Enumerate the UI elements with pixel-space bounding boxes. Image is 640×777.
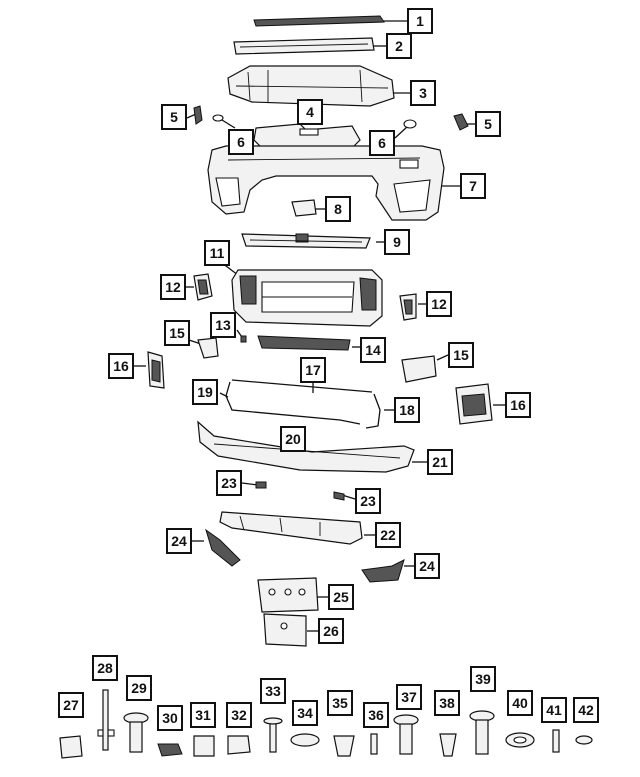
callout-40: 40 [507, 690, 533, 716]
part-34-grommet [290, 733, 320, 747]
callout-15-right: 15 [448, 342, 474, 368]
part-19-lower-trim [225, 381, 361, 425]
callout-1: 1 [407, 8, 433, 34]
callout-42: 42 [573, 697, 599, 723]
callout-22: 22 [375, 522, 401, 548]
callout-28: 28 [92, 655, 118, 681]
callout-38: 38 [434, 690, 460, 716]
callout-18: 18 [394, 397, 420, 423]
callout-24-left: 24 [166, 528, 192, 554]
part-41-screw [552, 729, 560, 753]
callout-34: 34 [292, 700, 318, 726]
callout-13: 13 [210, 312, 236, 338]
part-21-lower-fascia [197, 420, 415, 473]
part-8-sensor-bracket [291, 199, 317, 217]
callout-41: 41 [541, 697, 567, 723]
callout-20: 20 [280, 426, 306, 452]
part-17-trim-strip [231, 379, 373, 393]
part-33-screw [269, 721, 277, 753]
callout-23-left: 23 [216, 470, 242, 496]
part-35-push-clip [333, 735, 355, 757]
callout-4: 4 [297, 99, 323, 125]
callout-14: 14 [360, 337, 386, 363]
callout-6-right: 6 [369, 130, 395, 156]
callout-31: 31 [190, 702, 216, 728]
callout-21: 21 [427, 449, 453, 475]
callout-29: 29 [126, 675, 152, 701]
part-42-nut [575, 735, 593, 745]
callout-25: 25 [328, 584, 354, 610]
callout-19: 19 [192, 379, 218, 405]
part-27-clip-nut [59, 735, 83, 759]
callout-6-left: 6 [228, 129, 254, 155]
part-22-skid-plate [219, 511, 363, 545]
part-38-rivet [439, 733, 457, 757]
callout-27: 27 [58, 692, 84, 718]
callout-16-right: 16 [505, 392, 531, 418]
part-23-clip-left [255, 481, 267, 489]
callout-26: 26 [318, 618, 344, 644]
part-26-license-plate [263, 613, 307, 647]
part-14-lower-grille [257, 335, 351, 351]
callout-12-left: 12 [160, 274, 186, 300]
callout-3: 3 [410, 80, 436, 106]
part-1-upper-seal [253, 15, 385, 27]
callout-30: 30 [157, 705, 183, 731]
part-2-upper-bracket [233, 37, 375, 55]
fasteners [59, 689, 593, 759]
callout-17: 17 [300, 357, 326, 383]
callout-32: 32 [226, 702, 252, 728]
callout-5-right: 5 [475, 111, 501, 137]
part-24-corner-right [361, 559, 405, 583]
part-28-push-pin [102, 689, 109, 751]
part-6-cap-left [212, 114, 224, 122]
callout-16-left: 16 [108, 353, 134, 379]
callout-7: 7 [460, 173, 486, 199]
part-18-side-trim [365, 393, 381, 429]
part-30-nut [157, 743, 183, 757]
part-15-fog-cover-left [197, 337, 219, 359]
part-6-cap-right [403, 119, 417, 129]
part-15-fog-cover-right [401, 355, 437, 383]
callout-9: 9 [384, 229, 410, 255]
callout-2: 2 [386, 33, 412, 59]
part-31-clip [193, 735, 215, 757]
part-5-clip-right [453, 113, 469, 131]
part-7-front-fascia [207, 145, 445, 221]
callout-23-right: 23 [355, 488, 381, 514]
callout-15-left: 15 [164, 320, 190, 346]
part-23-clip-right [333, 491, 345, 501]
part-32-clip [227, 735, 251, 755]
callout-24-right: 24 [414, 553, 440, 579]
part-4-bumper-bracket [253, 123, 361, 149]
callout-36: 36 [363, 702, 389, 728]
callout-39: 39 [470, 666, 496, 692]
part-3-reinforcement-beam [227, 65, 395, 107]
callout-35: 35 [327, 690, 353, 716]
callout-12-right: 12 [426, 291, 452, 317]
callout-37: 37 [396, 684, 422, 710]
callout-8: 8 [325, 196, 351, 222]
part-13-clip [240, 335, 247, 343]
callout-33: 33 [260, 678, 286, 704]
part-5-clip-left [193, 105, 203, 125]
callout-11: 11 [204, 240, 230, 266]
part-24-corner-left [205, 528, 241, 567]
callout-5-left: 5 [161, 104, 187, 130]
part-36-screw [370, 733, 378, 755]
